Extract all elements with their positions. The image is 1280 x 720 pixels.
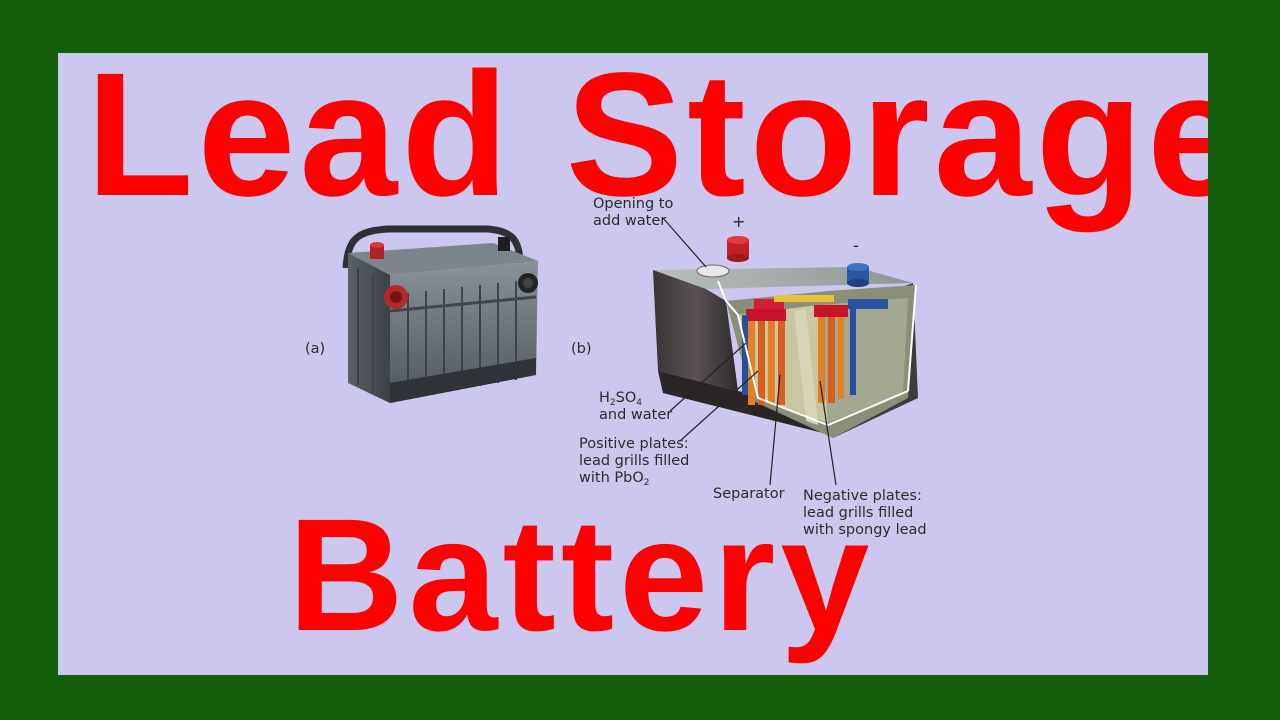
label-opening: Opening to add water [593, 196, 674, 229]
minus-sign: - [853, 236, 859, 255]
label-positive-plates: Positive plates: lead grills filled with… [579, 436, 690, 488]
label-separator: Separator [713, 486, 785, 502]
car-battery-photo [342, 217, 918, 486]
label-a: (a) [305, 341, 326, 357]
plus-sign: + [732, 212, 746, 231]
title-battery: Battery [288, 485, 875, 664]
battery-a [342, 225, 538, 403]
label-b: (b) [571, 341, 592, 357]
thumbnail-panel: Lead Storage [58, 53, 1208, 675]
label-acid: H2SO4 and water [599, 390, 673, 423]
leader-lines [662, 217, 837, 486]
battery-cutaway-b [653, 236, 918, 438]
label-negative-plates: Negative plates: lead grills filled with… [803, 488, 927, 538]
title-lead-storage: Lead Storage [86, 53, 1208, 233]
